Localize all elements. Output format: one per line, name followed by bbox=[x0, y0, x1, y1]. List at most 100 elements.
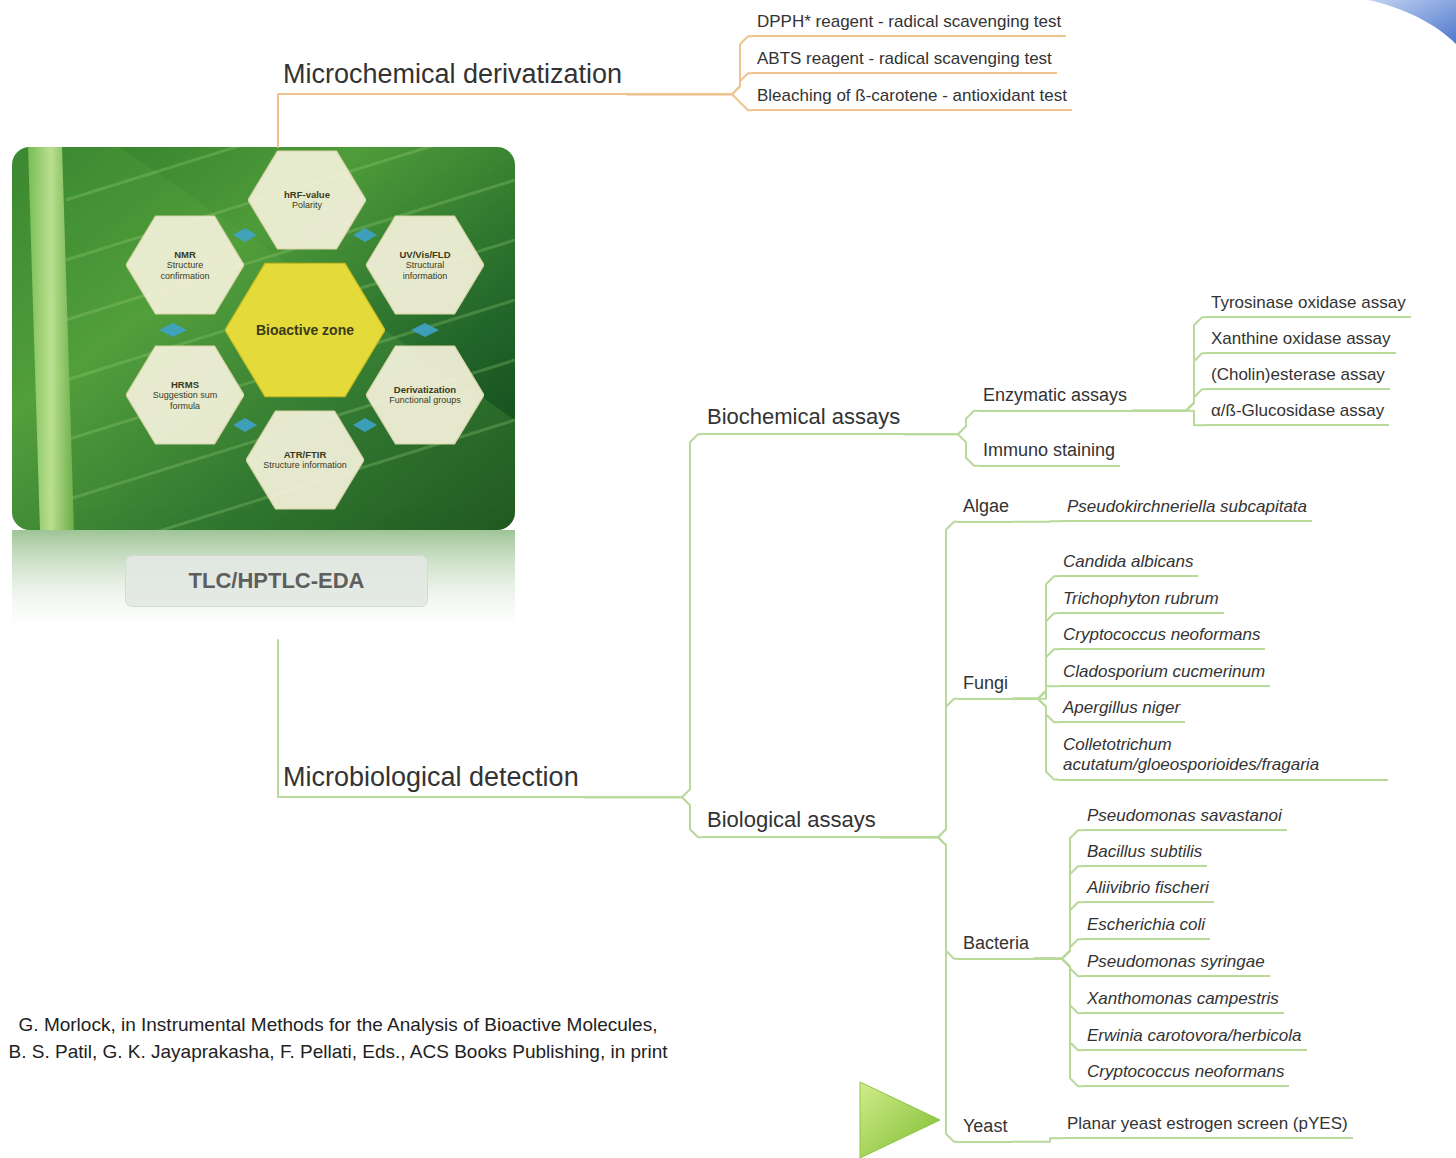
mindmap-topic: Bleaching of ß-carotene - antioxidant te… bbox=[752, 86, 1072, 111]
topic-text: Escherichia coli bbox=[1087, 915, 1205, 935]
branch-connector bbox=[584, 434, 702, 797]
leaf-picture bbox=[12, 147, 515, 530]
branch-connector bbox=[1034, 902, 1082, 959]
topic-text: DPPH* reagent - radical scavenging test bbox=[757, 12, 1061, 32]
corner-swoosh bbox=[1368, 0, 1456, 44]
branch-connector bbox=[627, 73, 752, 94]
mindmap-topic: ABTS reagent - radical scavenging test bbox=[752, 49, 1057, 74]
hexagon-shape bbox=[126, 346, 244, 444]
mindmap-topic: Cladosporium cucmerinum bbox=[1058, 662, 1270, 687]
method-hexagon: hRF-valuePolarity bbox=[248, 150, 366, 250]
branch-connector bbox=[1132, 353, 1206, 411]
branch-connector bbox=[627, 36, 752, 94]
hexagon-outline bbox=[246, 410, 364, 510]
mindmap-topic: Yeast bbox=[958, 1116, 1012, 1143]
mindmap-topic: Xanthomonas campestris bbox=[1082, 989, 1284, 1014]
mindmap-topic: Enzymatic assays bbox=[978, 385, 1132, 412]
branch-connector bbox=[1132, 317, 1206, 411]
leaf-blade bbox=[12, 147, 515, 530]
hexagon-title: Bioactive zone bbox=[256, 322, 354, 339]
branch-connector bbox=[1012, 1138, 1062, 1142]
topic-text: Cryptococcus neoformans bbox=[1087, 1062, 1284, 1082]
mindmap-topic: Planar yeast estrogen screen (pYES) bbox=[1062, 1114, 1353, 1139]
branch-connector bbox=[584, 797, 702, 837]
topic-text: Candida albicans bbox=[1063, 552, 1193, 572]
hexagon-subtitle: Suggestion sum formula bbox=[143, 390, 227, 412]
hexagon-shape bbox=[366, 216, 484, 314]
mindmap-topic: Tyrosinase oxidase assay bbox=[1206, 293, 1411, 318]
topic-text: Xanthomonas campestris bbox=[1087, 989, 1279, 1009]
hexagon-outline bbox=[366, 345, 484, 445]
mindmap-topic: Trichophyton rubrum bbox=[1058, 589, 1224, 614]
branch-connector bbox=[1132, 411, 1206, 425]
mindmap-topic: Xanthine oxidase assay bbox=[1206, 329, 1396, 354]
citation-caption: G. Morlock, in Instrumental Methods for … bbox=[8, 1012, 668, 1065]
branch-connector bbox=[1013, 699, 1058, 722]
method-panel: TLC/HPTLC-EDAhRF-valuePolarityNMRStructu… bbox=[12, 147, 515, 640]
mindmap-topic: Algae bbox=[958, 496, 1014, 523]
leaf-veins bbox=[66, 147, 515, 530]
topic-text: Fungi bbox=[963, 673, 1008, 695]
topic-text: Planar yeast estrogen screen (pYES) bbox=[1067, 1114, 1348, 1134]
method-hexagon: NMRStructure confirmation bbox=[126, 215, 244, 315]
mindmap-topic: Biochemical assays bbox=[702, 404, 905, 435]
mindmap-topic: Cryptococcus neoformans bbox=[1058, 625, 1265, 650]
mindmap-topic: Apergillus niger bbox=[1058, 698, 1185, 723]
mindmap-topic: Microchemical derivatization bbox=[278, 58, 627, 95]
hexagon-subtitle: Structural information bbox=[383, 260, 467, 282]
mindmap-topic: Candida albicans bbox=[1058, 552, 1198, 577]
topic-text: Immuno staining bbox=[983, 440, 1115, 462]
branch-connector bbox=[1034, 959, 1082, 1013]
hexagon-title: UV/Vis/FLD bbox=[399, 249, 450, 260]
hexagon-subtitle: Functional groups bbox=[389, 395, 461, 406]
topic-text: Aliivibrio fischeri bbox=[1087, 878, 1209, 898]
mindmap-topic: Pseudokirchneriella subcapitata bbox=[1062, 497, 1312, 522]
branch-connector bbox=[1034, 959, 1082, 976]
panel-reflection bbox=[12, 530, 515, 640]
hexagon-title: ATR/FTIR bbox=[284, 449, 327, 460]
branch-connector bbox=[905, 411, 978, 434]
mindmap-topic: Immuno staining bbox=[978, 440, 1120, 467]
mindmap-topic: Bacteria bbox=[958, 933, 1034, 960]
mindmap-topic: Pseudomonas savastanoi bbox=[1082, 806, 1287, 831]
branch-connector bbox=[1034, 830, 1082, 959]
play-button bbox=[860, 1082, 940, 1158]
branch-connector bbox=[1013, 649, 1058, 699]
mindmap-topic: Biological assays bbox=[702, 807, 881, 838]
branch-connector bbox=[1034, 959, 1082, 1086]
hexagon-title: NMR bbox=[174, 249, 196, 260]
method-hexagon: ATR/FTIRStructure information bbox=[246, 410, 364, 510]
topic-text: Xanthine oxidase assay bbox=[1211, 329, 1391, 349]
topic-text: Erwinia carotovora/herbicola bbox=[1087, 1026, 1302, 1046]
mindmap-topic: Erwinia carotovora/herbicola bbox=[1082, 1026, 1307, 1051]
topic-text: Biological assays bbox=[707, 807, 876, 833]
branch-connector bbox=[1013, 576, 1058, 699]
method-hexagon: DerivatizationFunctional groups bbox=[366, 345, 484, 445]
mindmap-topic: Bacillus subtilis bbox=[1082, 842, 1207, 867]
topic-text: Bacillus subtilis bbox=[1087, 842, 1202, 862]
topic-text: Pseudomonas syringae bbox=[1087, 952, 1265, 972]
topic-text: Tyrosinase oxidase assay bbox=[1211, 293, 1406, 313]
hexagon-outline bbox=[248, 150, 366, 250]
mindmap-topic: Microbiological detection bbox=[278, 761, 584, 798]
leaf-ground bbox=[12, 147, 515, 530]
hexagon-title: hRF-value bbox=[284, 189, 330, 200]
mindmap-topic: Colletotrichum acutatum/gloeosporioides/… bbox=[1058, 735, 1388, 781]
branch-connector bbox=[627, 94, 752, 110]
core-hexagon: Bioactive zone bbox=[225, 262, 385, 398]
hexagon-subtitle: Structure confirmation bbox=[143, 260, 227, 282]
mindmap-topic: Aliivibrio fischeri bbox=[1082, 878, 1214, 903]
branch-connector bbox=[1013, 686, 1058, 699]
mindmap-topic: Pseudomonas syringae bbox=[1082, 952, 1270, 977]
branch-connector bbox=[1034, 866, 1082, 959]
topic-text: Yeast bbox=[963, 1116, 1007, 1138]
mindmap-topic: Escherichia coli bbox=[1082, 915, 1210, 940]
topic-text: Pseudokirchneriella subcapitata bbox=[1067, 497, 1307, 517]
panel-heading: TLC/HPTLC-EDA bbox=[125, 555, 428, 607]
hexagon-title: Derivatization bbox=[394, 384, 456, 395]
topic-text: Bacteria bbox=[963, 933, 1029, 955]
method-hexagon: UV/Vis/FLDStructural information bbox=[366, 215, 484, 315]
topic-text: α/ß-Glucosidase assay bbox=[1211, 401, 1384, 421]
branch-connector bbox=[881, 522, 958, 837]
